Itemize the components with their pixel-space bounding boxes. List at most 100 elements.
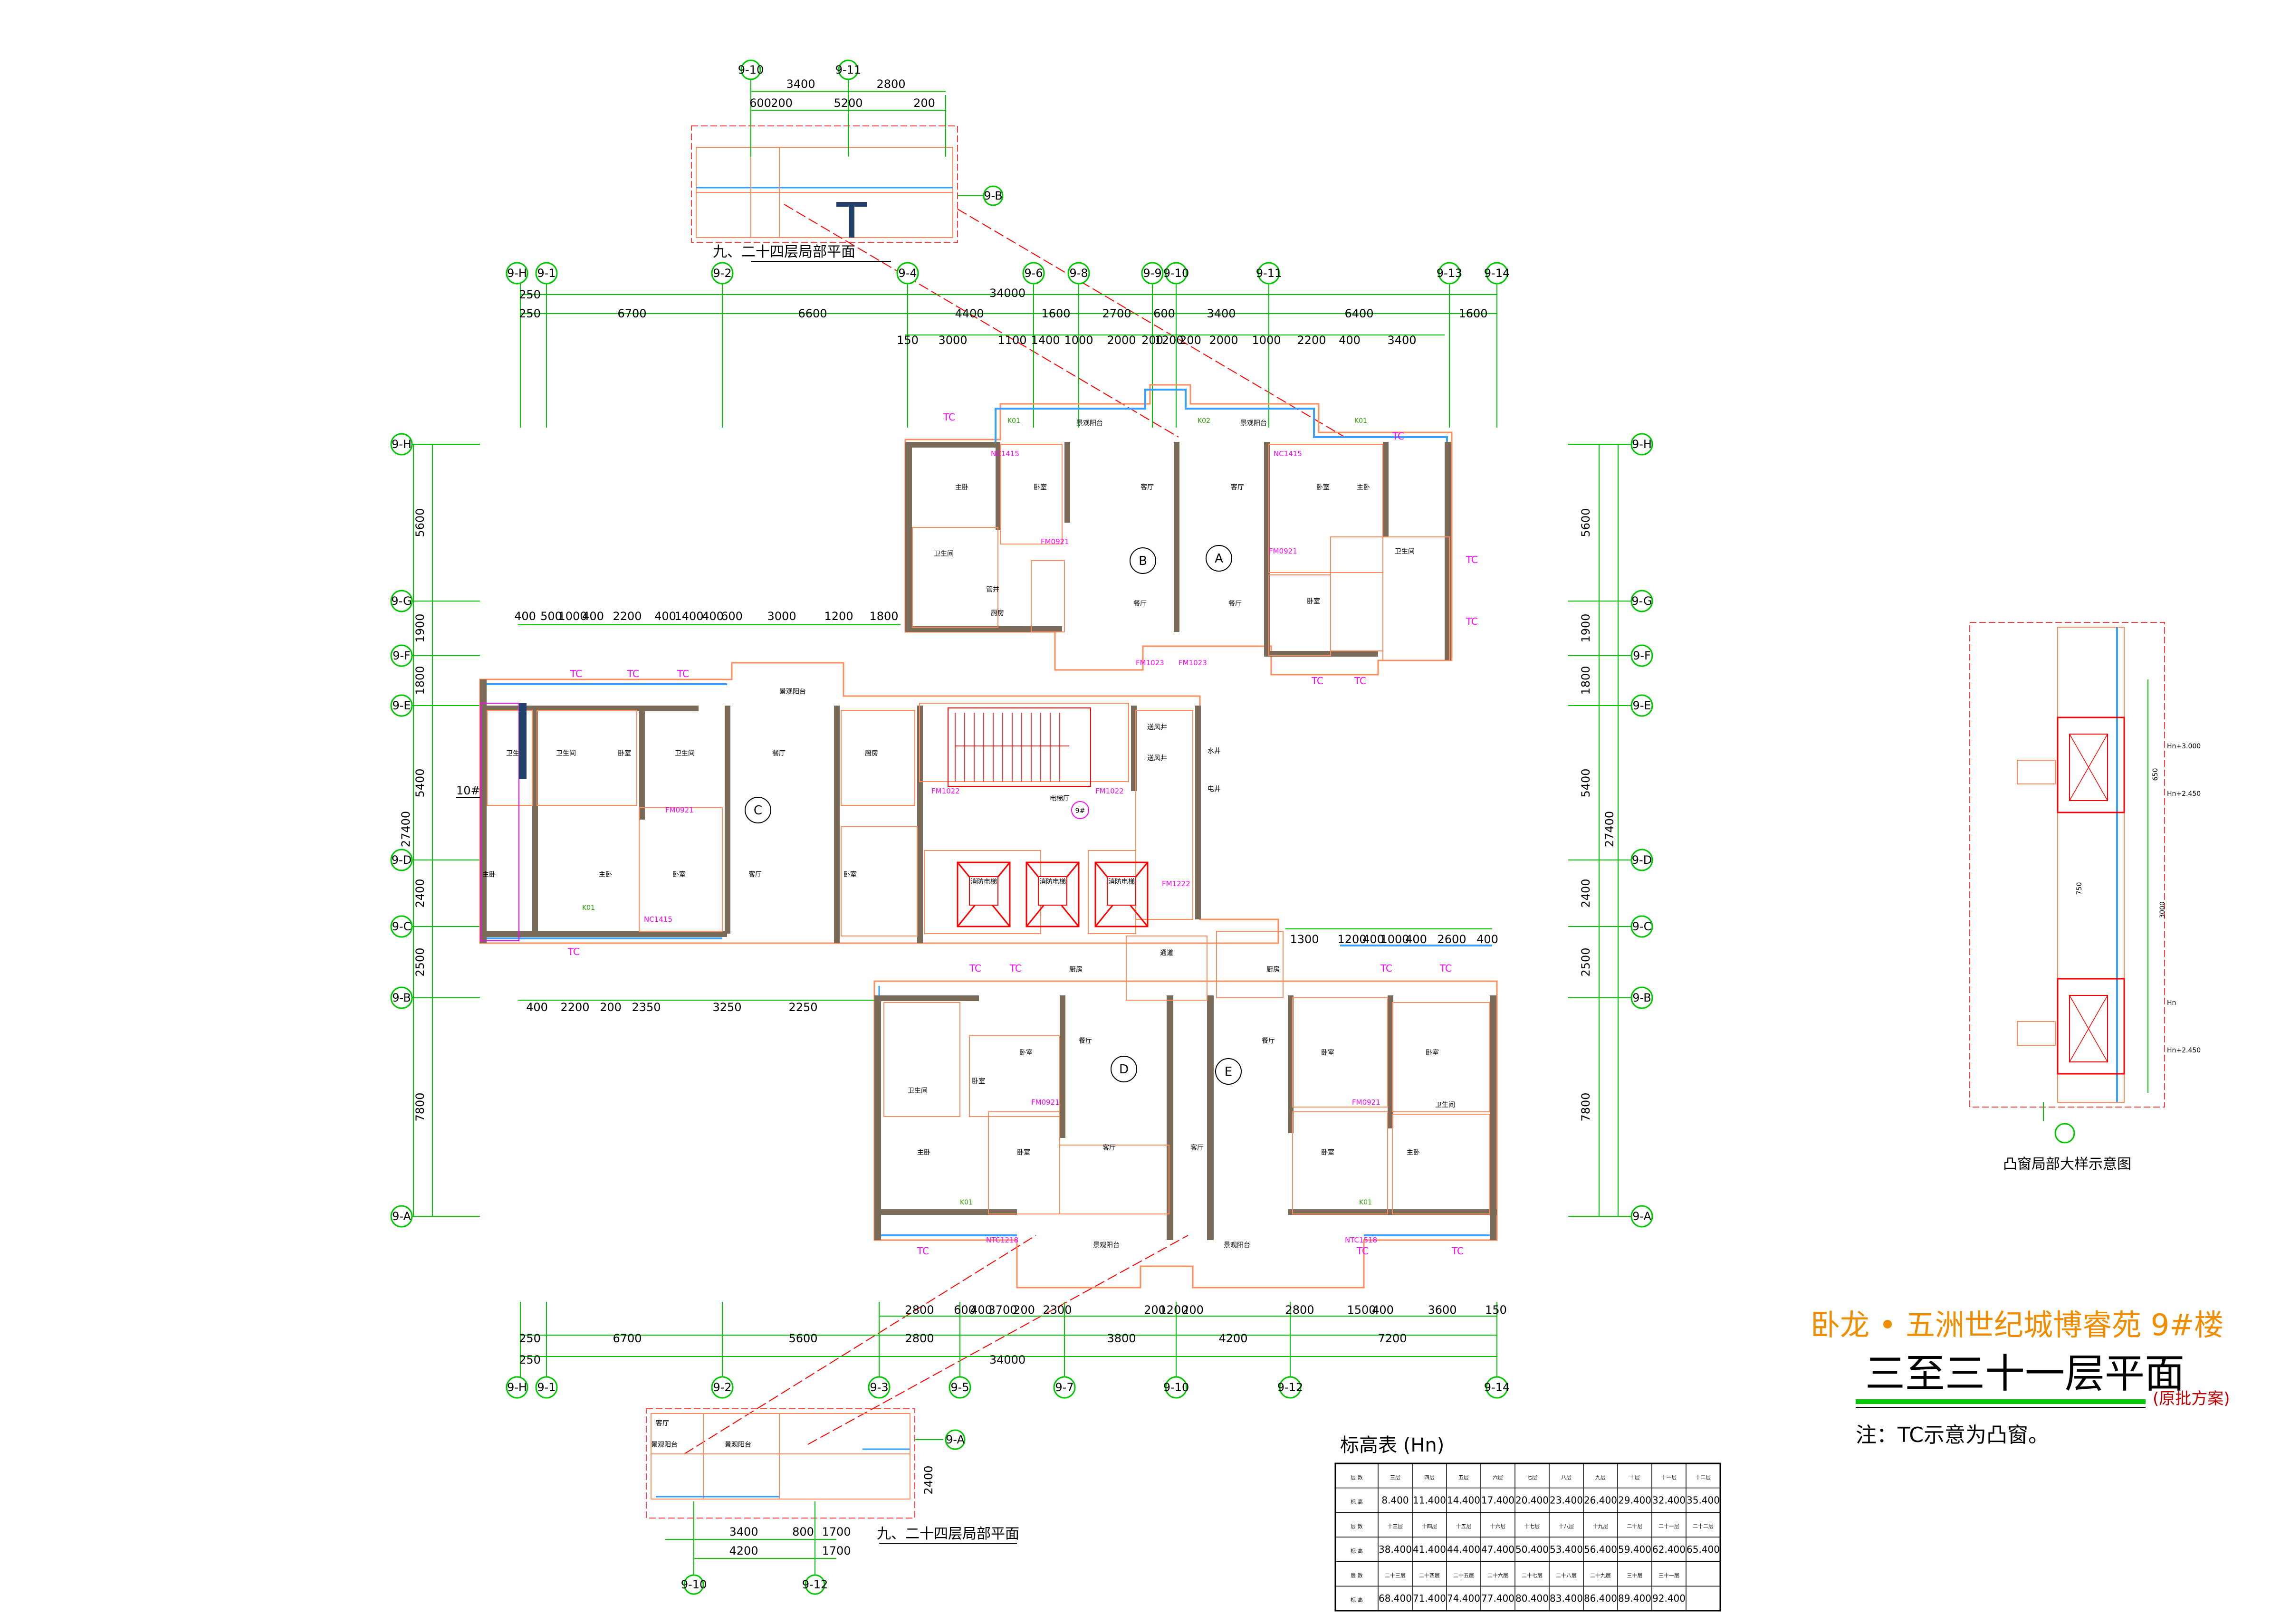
top-dimension-block xyxy=(520,280,1497,428)
tc-tag: TC xyxy=(677,668,689,679)
bottom-axis-bubble-label: 9-10 xyxy=(1163,1381,1189,1394)
table-cell: 二十层 xyxy=(1627,1523,1643,1529)
top-axis-bubble xyxy=(1438,262,1461,285)
bottom-dim: 2800 xyxy=(905,1303,934,1317)
room-living: 客厅 xyxy=(1190,1144,1204,1152)
top-axis-bubble-label: 9-H xyxy=(507,267,527,280)
bottom-axis-bubble-label: 9-12 xyxy=(1277,1381,1303,1394)
drawing-tag: (原批方案) xyxy=(2153,1389,2230,1408)
mid-dim: 400 xyxy=(702,610,724,623)
mid-dim-right: 400 xyxy=(1362,933,1384,946)
table-cell: 8.400 xyxy=(1381,1495,1409,1506)
left-axis-bubble xyxy=(390,849,413,871)
top-dim: 2000 xyxy=(1107,334,1136,347)
room-labels: 主卧 卧室 客厅 客厅 卧室 主卧 餐厅 餐厅 卫生间 卫生间 卧室 管井 厨房… xyxy=(482,420,1455,1249)
bottom-axis-bubble xyxy=(1279,1376,1302,1399)
bottom-dim: 200 xyxy=(1144,1303,1166,1317)
table-cell: 50.400 xyxy=(1515,1544,1549,1555)
top-axis-bubble xyxy=(1141,262,1164,285)
mid-dim: 2200 xyxy=(613,610,642,623)
partial-top-dim: 600 xyxy=(749,96,771,110)
left-dim: 2500 xyxy=(413,947,427,976)
table-cell: 十一层 xyxy=(1661,1474,1677,1481)
table-cell: 53.400 xyxy=(1550,1544,1583,1555)
top-dim: 200 xyxy=(1179,334,1201,347)
unit-markers: A B C D E xyxy=(745,545,1242,1085)
room-master: 主卧 xyxy=(482,871,496,879)
room-second: 卧室 xyxy=(1017,1148,1030,1156)
door-code: FM0921 xyxy=(1041,537,1069,546)
table-row-head: 层 数 xyxy=(1351,1474,1363,1481)
left-axis-bubble-label: 9-B xyxy=(392,991,411,1004)
left-axis-bubble-label: 9-F xyxy=(393,649,411,662)
bottom-dim: 400 xyxy=(970,1303,992,1317)
table-cell: 14.400 xyxy=(1447,1495,1480,1506)
top-axis-bubble xyxy=(1165,262,1188,285)
tc-tag: TC xyxy=(570,668,582,679)
bay-window-detail: Hn+3.000 Hn+2.450 Hn Hn+2.450 3000 650 7… xyxy=(1969,622,2201,1173)
left-axis-bubble xyxy=(390,986,413,1009)
tc-tag: TC xyxy=(917,1245,929,1257)
right-axis-bubble-label: 9-B xyxy=(1632,991,1651,1004)
bottom-dim: 5600 xyxy=(788,1332,817,1345)
bottom-dimension-texts: 2800 600 400 3700 200 2300 200 1200 200 … xyxy=(519,1303,1507,1366)
top-dim: 250 xyxy=(519,307,541,320)
top-partial-plan: 9-10 9-11 9-B 3400 2800 600 200 5200 200… xyxy=(691,59,1004,262)
mid-dim-bottom: 400 xyxy=(526,1001,548,1014)
room-second: 卧室 xyxy=(1034,483,1047,491)
table-cell: 59.400 xyxy=(1618,1544,1651,1555)
left-dim: 5600 xyxy=(413,508,427,537)
mid-dim: 3000 xyxy=(767,610,796,623)
tc-tag: TC xyxy=(1466,616,1478,627)
wind-shaft-label: 送风井 xyxy=(1147,755,1167,762)
table-cell: 32.400 xyxy=(1652,1495,1686,1506)
bottom-dim: 2800 xyxy=(1285,1303,1314,1317)
top-axis-bubble-label: 9-2 xyxy=(713,267,731,280)
top-axis-bubble-label: 9-4 xyxy=(898,267,917,280)
elevation-table-title: 标高表 (Hn) xyxy=(1340,1434,1444,1456)
top-dim: 1600 xyxy=(1041,307,1070,320)
bottom-axis-bubble xyxy=(1486,1376,1508,1399)
tc-tag: TC xyxy=(969,963,981,974)
room-bath: 卫生间 xyxy=(675,750,695,757)
window-code: K01 xyxy=(1354,417,1367,425)
bay-window-tags: TC TC TC TC TC TC TC TC TC TC TC TC TC T… xyxy=(567,411,1478,1257)
left-axis-bubble xyxy=(390,1205,413,1228)
tc-tag: TC xyxy=(1354,675,1366,687)
table-row-head: 层 数 xyxy=(1351,1573,1363,1579)
table-cell: 二十七层 xyxy=(1522,1572,1543,1579)
table-cell: 92.400 xyxy=(1652,1593,1686,1604)
window-code: NTC1518 xyxy=(1345,1236,1377,1244)
top-axis-bubble-label: 9-13 xyxy=(1437,267,1462,280)
right-axis-bubble xyxy=(1630,849,1653,871)
room-kitchen: 厨房 xyxy=(865,750,878,757)
unit-label-e: E xyxy=(1225,1065,1232,1079)
right-dim: 1800 xyxy=(1579,666,1592,695)
table-cell: 十三层 xyxy=(1388,1523,1403,1529)
mid-dim: 1000 xyxy=(558,610,587,623)
left-axis-bubble xyxy=(390,590,413,612)
water-shaft-label: 水井 xyxy=(1208,747,1221,755)
building-tag-bubble xyxy=(1071,801,1089,819)
partial-top-axis-9-11 xyxy=(838,59,859,80)
right-dim-texts: 5600 1900 1800 5400 2400 2500 7800 27400 xyxy=(1579,508,1616,1121)
bottom-axis-bubble-label: 9-14 xyxy=(1484,1381,1510,1394)
partial-top-dim: 2800 xyxy=(876,77,905,91)
mid-dim-right: 400 xyxy=(1405,933,1427,946)
detail-caption: 凸窗局部大样示意图 xyxy=(2003,1156,2131,1173)
mid-dim: 1800 xyxy=(869,610,898,623)
table-cell: 89.400 xyxy=(1618,1593,1651,1604)
room-kitchen: 厨房 xyxy=(1069,966,1083,974)
right-axis-bubble xyxy=(1630,433,1653,456)
room-master: 主卧 xyxy=(917,1149,930,1156)
table-cell: 74.400 xyxy=(1447,1593,1480,1604)
room-second: 卧室 xyxy=(1321,1049,1334,1057)
fire-lift-label: 消防电梯 xyxy=(1108,878,1135,886)
section-link-line xyxy=(957,209,1345,438)
section-link-line xyxy=(807,1235,1188,1445)
table-cell: 十九层 xyxy=(1593,1523,1609,1529)
table-cell: 十六层 xyxy=(1490,1523,1506,1529)
top-axis-bubble xyxy=(1486,262,1508,285)
tc-tag: TC xyxy=(1451,1245,1464,1257)
room-bath: 卫生间 xyxy=(934,550,954,558)
